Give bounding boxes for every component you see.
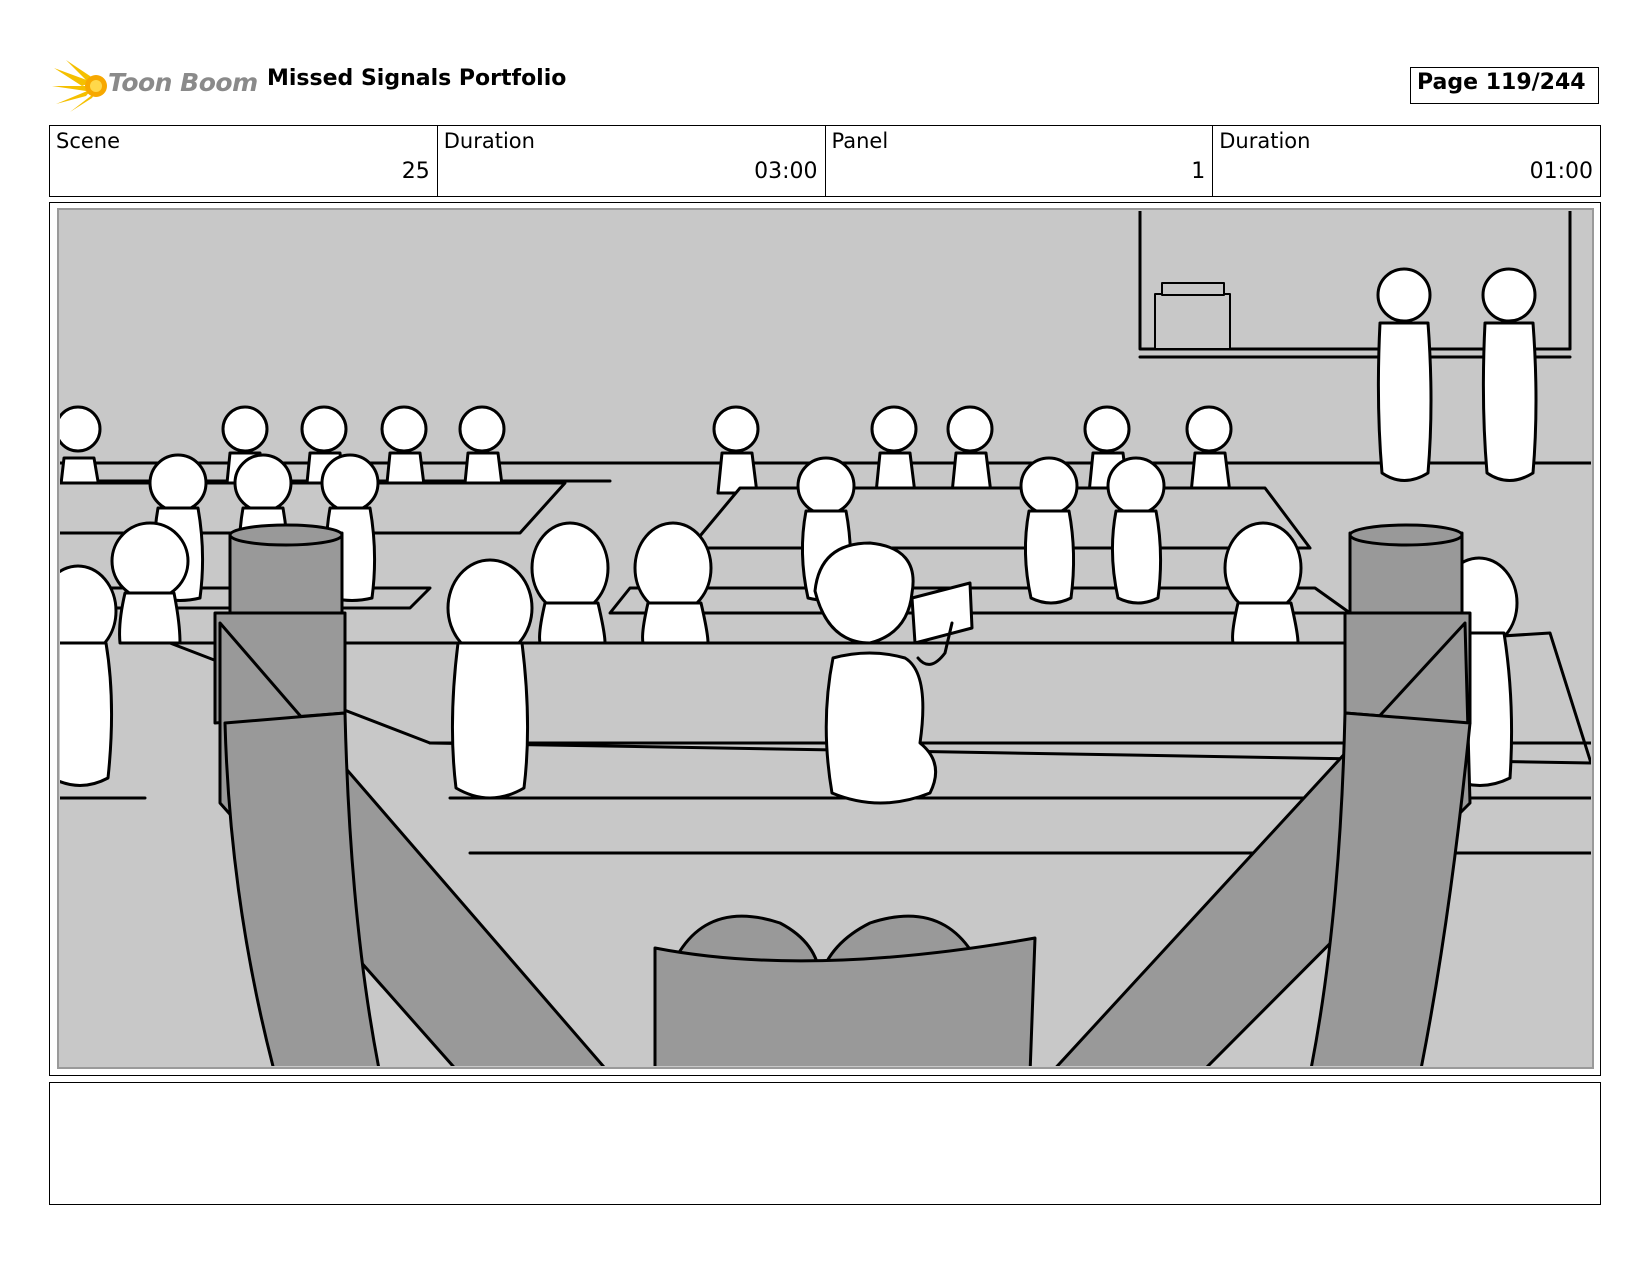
scene-value: 25 [401,159,430,184]
scene-duration-value: 03:00 [754,159,818,184]
scene-cell: Scene 25 [50,126,438,196]
scene-label: Scene [56,129,121,153]
logo-wordmark: Toon Boom [108,68,258,97]
panel-duration-label: Duration [1219,129,1311,153]
panel-value: 1 [1191,159,1206,184]
toon-boom-logo-icon [52,60,107,112]
scene-info-table: Scene 25 Duration 03:00 Panel 1 Duration… [49,125,1601,197]
page-number: Page 119/244 [1410,67,1599,104]
scene-duration-label: Duration [443,129,535,153]
panel-label: Panel [831,129,889,153]
panel-duration-cell: Duration 01:00 [1213,126,1600,196]
scene-duration-cell: Duration 03:00 [438,126,826,196]
document-title: Missed Signals Portfolio [267,66,567,91]
storyboard-panel [49,202,1601,1076]
panel-duration-value: 01:00 [1529,159,1593,184]
panel-notes-box [49,1082,1601,1205]
panel-cell: Panel 1 [826,126,1214,196]
panel-sketch [57,208,1594,1069]
